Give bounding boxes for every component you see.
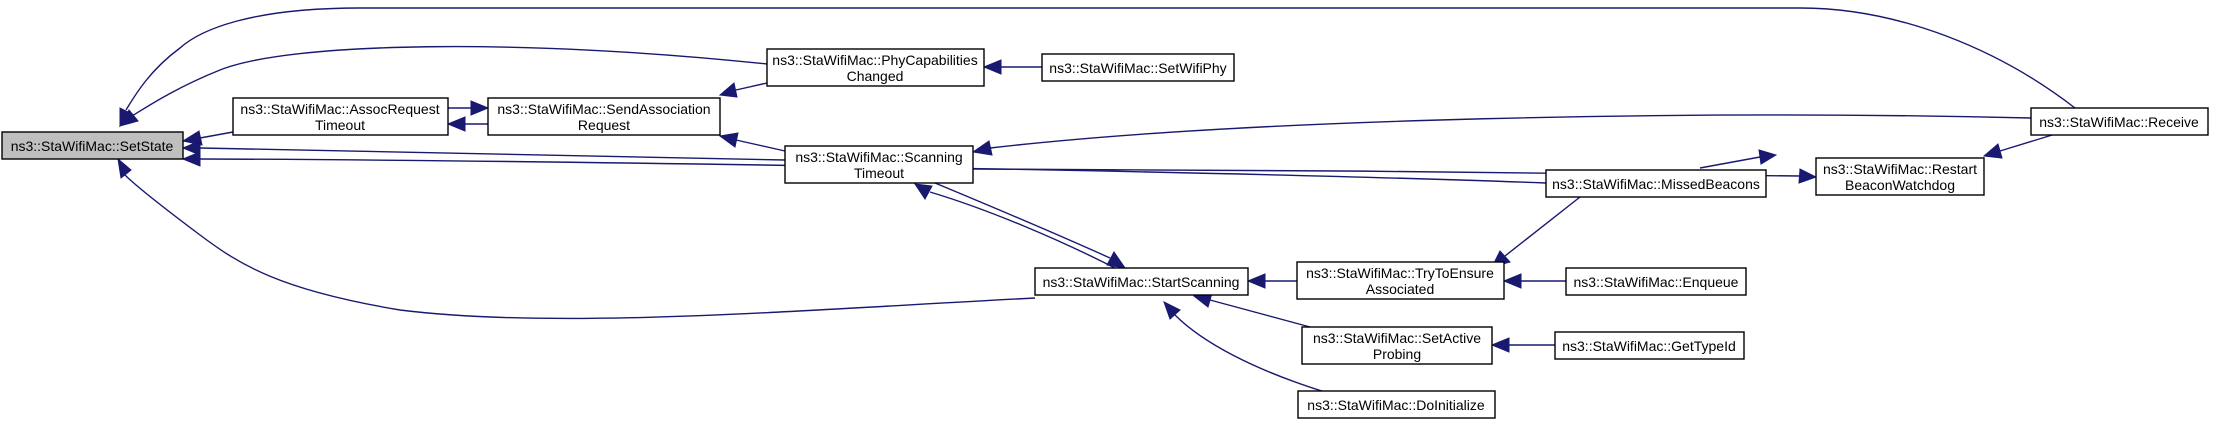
node-label: ns3::StaWifiMac::SetWifiPhy — [1049, 60, 1226, 76]
node-label: Timeout — [315, 117, 365, 133]
node-label: ns3::StaWifiMac::AssocRequest — [240, 101, 439, 117]
edge-start-scanning-to-set-state — [117, 157, 1036, 320]
node-label: ns3::StaWifiMac::GetTypeId — [1562, 338, 1736, 354]
node-assoc-request-timeout[interactable]: ns3::StaWifiMac::AssocRequest Timeout — [232, 97, 449, 136]
node-label: ns3::StaWifiMac::Restart — [1823, 161, 1977, 177]
node-label: Probing — [1373, 346, 1421, 362]
edge-start-scanning-to-scanning-timeout — [913, 183, 1116, 269]
node-missed-beacons[interactable]: ns3::StaWifiMac::MissedBeacons — [1545, 169, 1767, 198]
node-receive[interactable]: ns3::StaWifiMac::Receive — [2030, 107, 2209, 136]
node-label: ns3::StaWifiMac::StartScanning — [1043, 274, 1240, 290]
node-try-to-ensure-associated[interactable]: ns3::StaWifiMac::TryToEnsure Associated — [1296, 261, 1505, 300]
node-send-association-request[interactable]: ns3::StaWifiMac::SendAssociation Request — [487, 97, 721, 136]
node-phy-capabilities-changed[interactable]: ns3::StaWifiMac::PhyCapabilities Changed — [766, 48, 985, 87]
node-set-wifi-phy[interactable]: ns3::StaWifiMac::SetWifiPhy — [1041, 53, 1235, 82]
node-label: Associated — [1366, 281, 1434, 297]
edge-receive-to-scanning-timeout — [971, 114, 2032, 156]
node-label: ns3::StaWifiMac::SetActive — [1313, 330, 1481, 346]
node-label: Changed — [847, 68, 904, 84]
edge-assoc-request-timeout-to-set-state — [181, 130, 234, 146]
node-label: Timeout — [854, 165, 904, 181]
edge-scanning-timeout-to-send-association-request — [718, 132, 786, 152]
node-label: ns3::StaWifiMac::TryToEnsure — [1306, 265, 1494, 281]
edge-do-initialize-to-start-scanning — [1163, 300, 1339, 397]
edge-get-type-id-to-set-active-probing — [1490, 337, 1555, 353]
node-label: BeaconWatchdog — [1845, 177, 1955, 193]
node-set-state[interactable]: ns3::StaWifiMac::SetState — [1, 131, 184, 160]
node-start-scanning[interactable]: ns3::StaWifiMac::StartScanning — [1034, 267, 1249, 296]
node-set-active-probing[interactable]: ns3::StaWifiMac::SetActive Probing — [1301, 326, 1493, 365]
node-label: ns3::StaWifiMac::Enqueue — [1574, 274, 1739, 290]
node-label: ns3::StaWifiMac::SendAssociation — [497, 101, 710, 117]
edge-scanning-timeout-to-set-state — [181, 140, 786, 161]
edge-try-to-ensure-associated-to-start-scanning — [1246, 273, 1297, 289]
node-label: Request — [578, 117, 630, 133]
edge-phy-capabilities-changed-to-send-association-request — [718, 82, 768, 98]
node-label: ns3::StaWifiMac::SetState — [11, 138, 174, 154]
edge-missed-beacons-to-restart-beacon-watchdog — [1699, 149, 1778, 169]
node-label: ns3::StaWifiMac::MissedBeacons — [1552, 176, 1760, 192]
edge-receive-to-set-state — [119, 7, 2076, 128]
edge-missed-beacons-to-try-to-ensure-associated — [1491, 196, 1581, 268]
node-do-initialize[interactable]: ns3::StaWifiMac::DoInitialize — [1297, 390, 1496, 419]
node-enqueue[interactable]: ns3::StaWifiMac::Enqueue — [1565, 267, 1747, 296]
edge-send-association-request-to-assoc-request-timeout — [446, 116, 488, 132]
node-get-type-id[interactable]: ns3::StaWifiMac::GetTypeId — [1554, 331, 1745, 360]
edge-set-wifi-phy-to-phy-capabilities-changed — [982, 59, 1042, 75]
edge-assoc-request-timeout-to-send-association-request — [448, 100, 490, 116]
node-label: ns3::StaWifiMac::Scanning — [795, 149, 962, 165]
graph-edges — [117, 7, 2076, 397]
node-restart-beacon-watchdog[interactable]: ns3::StaWifiMac::Restart BeaconWatchdog — [1815, 157, 1985, 196]
edge-scanning-timeout-to-start-scanning — [934, 182, 1127, 269]
node-label: ns3::StaWifiMac::Receive — [2039, 114, 2199, 130]
node-label: ns3::StaWifiMac::PhyCapabilities — [772, 52, 977, 68]
graph-nodes: ns3::StaWifiMac::SetState ns3::StaWifiMa… — [1, 48, 2209, 419]
edge-enqueue-to-try-to-ensure-associated — [1502, 273, 1566, 289]
node-label: ns3::StaWifiMac::DoInitialize — [1307, 397, 1485, 413]
node-scanning-timeout[interactable]: ns3::StaWifiMac::Scanning Timeout — [784, 145, 974, 184]
